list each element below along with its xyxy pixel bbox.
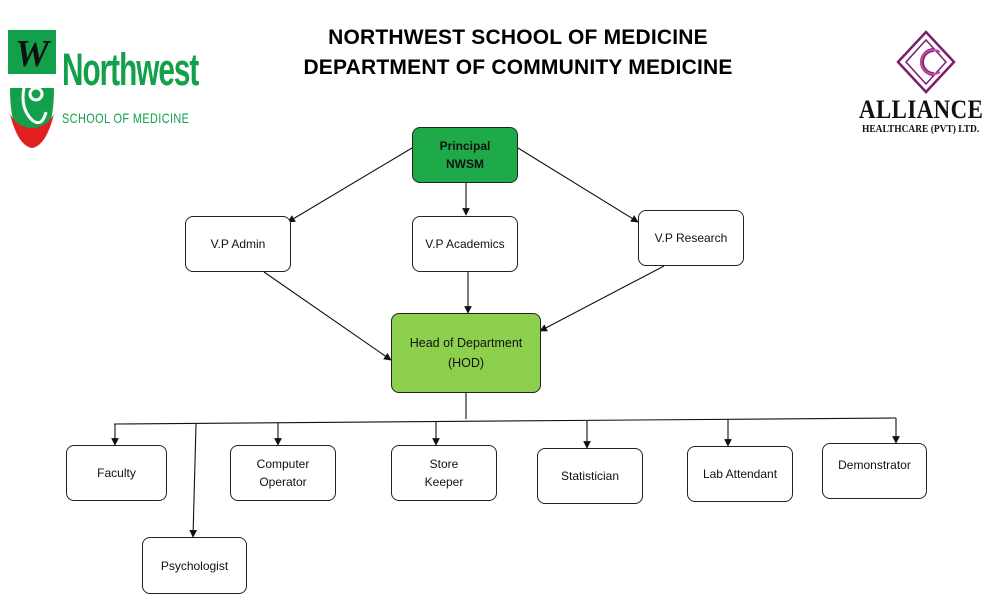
node-statistician-label: Statistician — [560, 469, 620, 483]
node-faculty-label: Faculty — [97, 466, 136, 480]
page-title-line2: DEPARTMENT OF COMMUNITY MEDICINE — [303, 56, 733, 79]
northwest-emblem-icon: W — [8, 30, 56, 148]
node-principal: Principal NWSM — [412, 127, 518, 183]
node-lab-attendant: Lab Attendant — [687, 446, 793, 502]
node-hod-line2: (HOD) — [447, 356, 485, 370]
node-store-keeper-line2: Keeper — [424, 475, 464, 489]
arrow-bus-to-psychologist — [189, 423, 198, 538]
node-statistician: Statistician — [537, 448, 643, 504]
node-vp-academics-label: V.P Academics — [425, 237, 505, 251]
svg-text:W: W — [15, 33, 52, 75]
node-lab-attendant-label: Lab Attendant — [702, 467, 778, 481]
arrow-principal-to-vp-research — [517, 147, 639, 223]
node-psychologist: Psychologist — [142, 537, 247, 594]
node-principal-line1: Principal — [439, 139, 491, 153]
node-vp-admin: V.P Admin — [185, 216, 291, 272]
node-demonstrator: Demonstrator — [822, 443, 927, 499]
node-hod-line1: Head of Department — [409, 336, 523, 350]
node-faculty: Faculty — [66, 445, 167, 501]
arrow-vp-research-to-hod — [539, 265, 665, 332]
node-computer-operator: Computer Operator — [230, 445, 336, 501]
node-demonstrator-label: Demonstrator — [838, 458, 911, 472]
arrow-vp-admin-to-hod — [263, 271, 392, 361]
node-head-of-department: Head of Department (HOD) — [391, 313, 541, 393]
node-vp-research: V.P Research — [638, 210, 744, 266]
alliance-logo-subtitle: HEALTHCARE (PVT) LTD. — [862, 124, 980, 135]
node-vp-research-label: V.P Research — [654, 231, 728, 245]
alliance-diamond-icon — [896, 30, 956, 94]
node-computer-operator-line2: Operator — [259, 475, 307, 489]
node-principal-line2: NWSM — [446, 157, 484, 171]
northwest-logo-subtitle: SCHOOL OF MEDICINE — [62, 110, 190, 126]
node-psychologist-label: Psychologist — [160, 558, 229, 573]
staff-bus-line — [113, 417, 897, 425]
node-computer-operator-line1: Computer — [256, 457, 310, 471]
page-title-line1: NORTHWEST SCHOOL OF MEDICINE — [328, 26, 708, 49]
alliance-logo-name: ALLIANCE — [859, 95, 984, 124]
node-store-keeper-line1: Store — [429, 457, 459, 471]
node-vp-admin-label: V.P Admin — [210, 237, 266, 251]
node-vp-academics: V.P Academics — [412, 216, 518, 272]
node-store-keeper: Store Keeper — [391, 445, 497, 501]
northwest-logo-name: Northwest — [62, 44, 199, 95]
arrow-principal-to-vp-admin — [287, 147, 413, 223]
